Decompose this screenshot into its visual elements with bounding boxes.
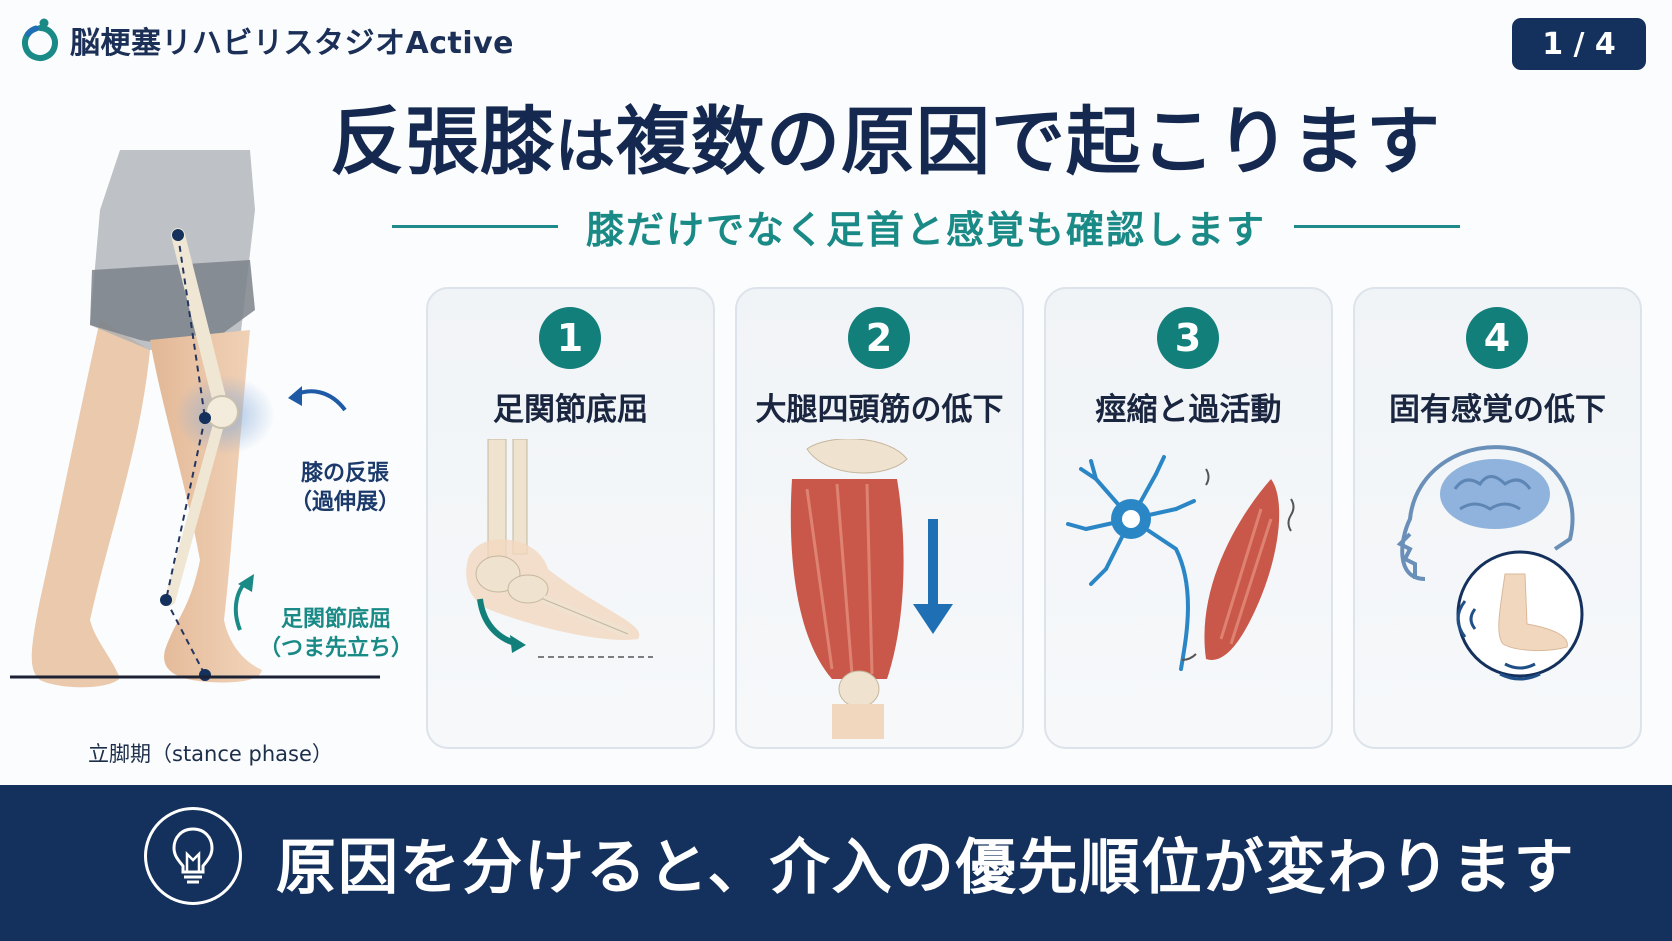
title-keyword: 反張膝 [330, 99, 555, 185]
brand: 脳梗塞リハビリスタジオActive [20, 18, 514, 62]
card-title: 大腿四頭筋の低下 [755, 392, 1004, 428]
ankle-label-line1: 足関節底屈 [280, 607, 391, 632]
card-number: 1 [539, 307, 601, 369]
card-number: 3 [1157, 307, 1219, 369]
card-title: 固有感覚の低下 [1389, 392, 1606, 428]
proprioception-icon [1396, 445, 1584, 681]
card-number: 4 [1466, 307, 1528, 369]
brand-name: 脳梗塞リハビリスタジオActive [70, 26, 515, 61]
ankle-plantarflexion-label: 足関節底屈 （つま先立ち） [256, 606, 416, 663]
knee-hyperextension-label: 膝の反張 （過伸展） [280, 460, 410, 517]
subtitle-rule-left [391, 224, 558, 228]
knee-label-line2: （過伸展） [289, 489, 400, 515]
cause-card-2: 2 大腿四頭筋の低下 [735, 287, 1024, 749]
lightbulb-icon [172, 827, 214, 884]
subtitle-rule-right [1294, 224, 1460, 228]
cause-card-3: 3 痙縮と過活動 [1044, 287, 1333, 749]
brand-logo-icon [22, 18, 58, 61]
knee-label-line1: 膝の反張 [300, 461, 389, 486]
title-particle: は [555, 112, 616, 182]
leg-figure: 膝の反張 （過伸展） 足関節底屈 （つま先立ち） [0, 150, 420, 770]
card-number: 2 [848, 307, 910, 369]
subtitle-row: 膝だけでなく足首と感覚も確認します [326, 200, 1526, 252]
subtitle: 膝だけでなく足首と感覚も確認します [585, 207, 1266, 252]
ankle-label-line2: （つま先立ち） [258, 635, 413, 661]
card-title: 痙縮と過活動 [1095, 392, 1282, 428]
spasticity-icon [1066, 455, 1295, 671]
page-indicator: 1 / 4 [1512, 18, 1646, 70]
banner-message: 原因を分けると、介入の優先順位が変わります [276, 833, 1576, 903]
title-rest: 複数の原因で起こります [616, 99, 1441, 185]
stance-phase-label: 立脚期（stance phase） [88, 742, 333, 766]
lightbulb-icon-circle [144, 807, 242, 905]
cause-cards: 1 足関節底屈 2 大腿四頭筋の低下 [426, 287, 1642, 749]
quadriceps-weakness-icon [790, 439, 953, 739]
ankle-plantarflexion-icon [466, 439, 653, 658]
cause-card-4: 4 固有感覚の低下 [1353, 287, 1642, 749]
card-title: 足関節底屈 [493, 392, 648, 428]
page-title: 反張膝は複数の原因で起こります [330, 82, 1460, 189]
bottom-banner: 原因を分けると、介入の優先順位が変わります [0, 785, 1672, 941]
cause-card-1: 1 足関節底屈 [426, 287, 715, 749]
leg-illustration-icon [10, 150, 380, 688]
